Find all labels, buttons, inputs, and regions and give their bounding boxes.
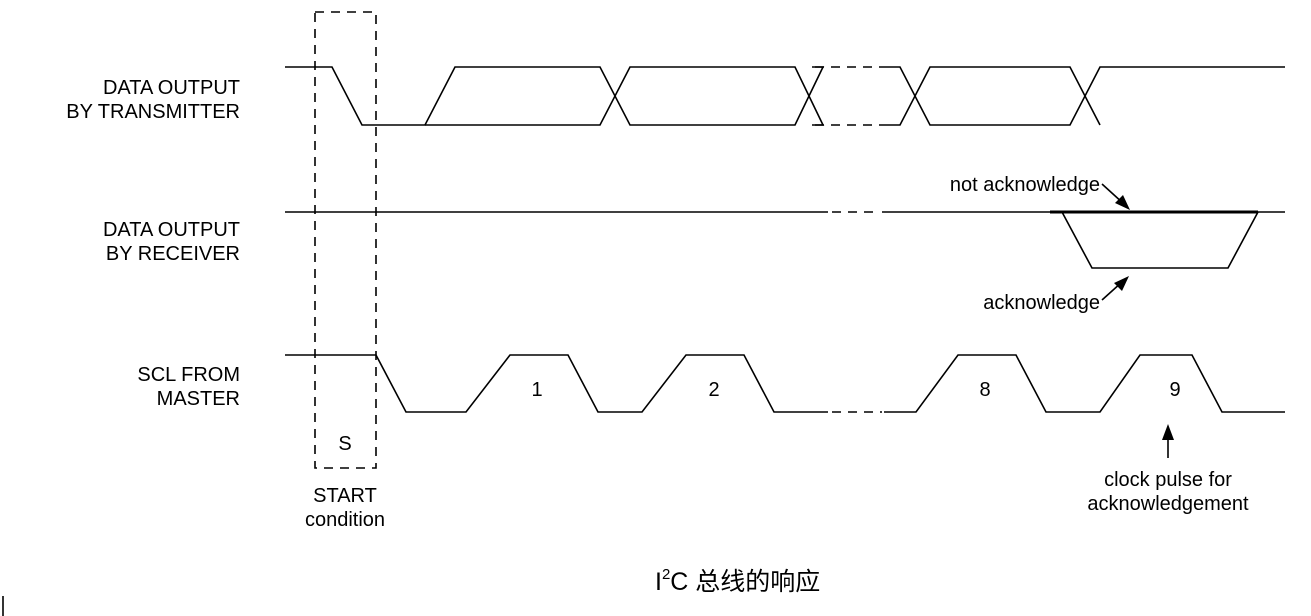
clock-ack-label-line2: acknowledgement [1087, 493, 1249, 515]
receiver-ack-pulse [1061, 211, 1259, 269]
transmitter-upper-end [885, 66, 1285, 126]
not-acknowledge-label: not acknowledge [950, 174, 1100, 196]
scl-label: SCL FROM MASTER [137, 364, 240, 410]
clock-ack-arrowhead-icon [1162, 424, 1174, 440]
receiver-label-line2: BY RECEIVER [106, 243, 240, 265]
transmitter-label-line1: DATA OUTPUT [103, 77, 240, 99]
scl-label-line2: MASTER [157, 388, 240, 410]
receiver-waveform [285, 210, 1285, 269]
caption-superscript: 2 [662, 566, 670, 583]
transmitter-upper-start [285, 66, 825, 126]
scl-waveform [285, 354, 1285, 413]
transmitter-lower-end [885, 66, 1101, 126]
scl-label-line1: SCL FROM [137, 364, 240, 386]
transmitter-lower-start [425, 66, 825, 126]
acknowledge-label: acknowledge [983, 292, 1100, 314]
transmitter-label-line2: BY TRANSMITTER [66, 101, 240, 123]
scl-wave-end [884, 354, 1285, 413]
transmitter-label: DATA OUTPUT BY TRANSMITTER [66, 77, 240, 123]
caption-rest: C 总线的响应 [670, 568, 820, 596]
receiver-label: DATA OUTPUT BY RECEIVER [103, 219, 240, 265]
scl-wave-start [285, 354, 828, 413]
start-box-label: S [338, 433, 351, 455]
transmitter-waveform [285, 66, 1285, 126]
start-condition-box [314, 11, 377, 469]
start-caption-line1: START [313, 485, 377, 507]
start-caption-line2: condition [305, 509, 385, 531]
clock-pulse-2: 2 [708, 379, 719, 401]
not-acknowledge-arrowhead-icon [1115, 195, 1130, 210]
clock-pulse-1: 1 [531, 379, 542, 401]
clock-pulse-8: 8 [979, 379, 990, 401]
acknowledge-arrowhead-icon [1114, 276, 1129, 291]
figure-caption: I2C 总线的响应 [655, 566, 820, 596]
receiver-label-line1: DATA OUTPUT [103, 219, 240, 241]
clock-ack-label-line1: clock pulse for [1104, 469, 1232, 491]
caption-prefix: I [655, 568, 662, 596]
clock-pulse-9: 9 [1169, 379, 1180, 401]
